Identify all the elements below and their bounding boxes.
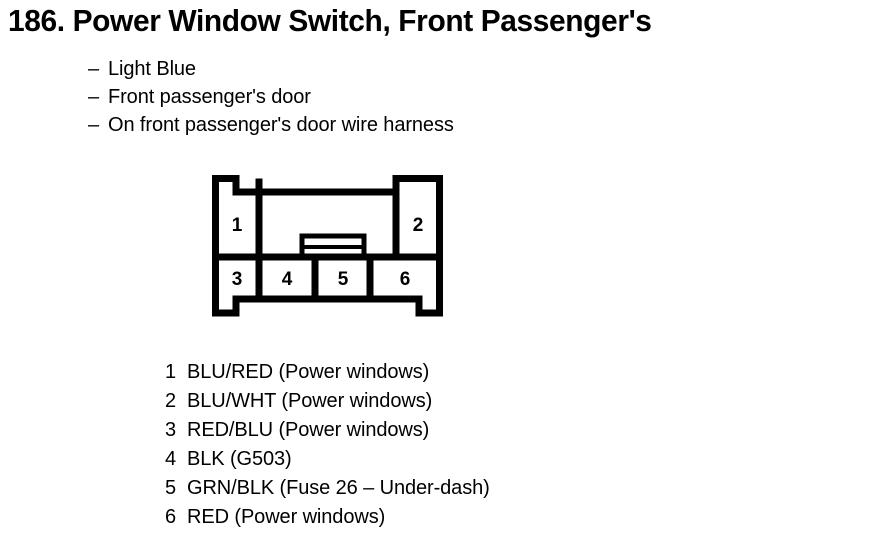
description-line: –Light Blue	[88, 55, 648, 83]
connector-diagram: 1 2 3 4 5 6	[200, 165, 470, 340]
connector-outline-svg: 1 2 3 4 5 6	[212, 175, 443, 317]
center-latch-tab-icon	[299, 233, 367, 260]
cavity-number-2: 2	[413, 215, 424, 236]
pin-row: 1 BLU/RED (Power windows)	[158, 358, 758, 387]
pin-label: BLU/WHT (Power windows)	[187, 390, 433, 412]
description-list: –Light Blue –Front passenger's door –On …	[88, 55, 648, 139]
dash-bullet-icon: –	[88, 86, 100, 108]
page-title: 186. Power Window Switch, Front Passenge…	[8, 3, 652, 38]
description-text: Front passenger's door	[108, 86, 311, 108]
description-line: –On front passenger's door wire harness	[88, 111, 648, 139]
pin-number: 5	[164, 477, 176, 499]
dash-bullet-icon: –	[88, 114, 100, 136]
cavity-number-6: 6	[400, 269, 411, 290]
pin-label: BLU/RED (Power windows)	[187, 361, 430, 383]
cavity-number-3: 3	[232, 269, 243, 290]
pin-assignment-list: 1 BLU/RED (Power windows) 2 BLU/WHT (Power…	[158, 358, 758, 532]
pin-number: 3	[164, 419, 176, 441]
pin-number: 1	[164, 361, 176, 383]
pin-label: GRN/BLK (Fuse 26 – Under-dash)	[187, 477, 490, 499]
pin-number: 6	[164, 506, 176, 528]
description-line: –Front passenger's door	[88, 83, 648, 111]
pin-label: RED/BLU (Power windows)	[187, 419, 430, 441]
connector-body-outline	[212, 175, 443, 317]
cavity-number-4: 4	[282, 269, 293, 290]
pin-label: BLK (G503)	[187, 448, 292, 470]
pin-row: 5 GRN/BLK (Fuse 26 – Under-dash)	[158, 474, 758, 503]
pin-row: 6 RED (Power windows)	[158, 503, 758, 532]
pin-label: RED (Power windows)	[187, 506, 386, 528]
pin-number: 2	[164, 390, 176, 412]
pin-row: 4 BLK (G503)	[158, 445, 758, 474]
cavity-number-1: 1	[232, 215, 243, 236]
pin-row: 3 RED/BLU (Power windows)	[158, 416, 758, 445]
pin-number: 4	[164, 448, 176, 470]
pin-row: 2 BLU/WHT (Power windows)	[158, 387, 758, 416]
description-text: Light Blue	[108, 58, 196, 80]
description-text: On front passenger's door wire harness	[108, 114, 454, 136]
cavity-number-5: 5	[338, 269, 349, 290]
dash-bullet-icon: –	[88, 58, 100, 80]
